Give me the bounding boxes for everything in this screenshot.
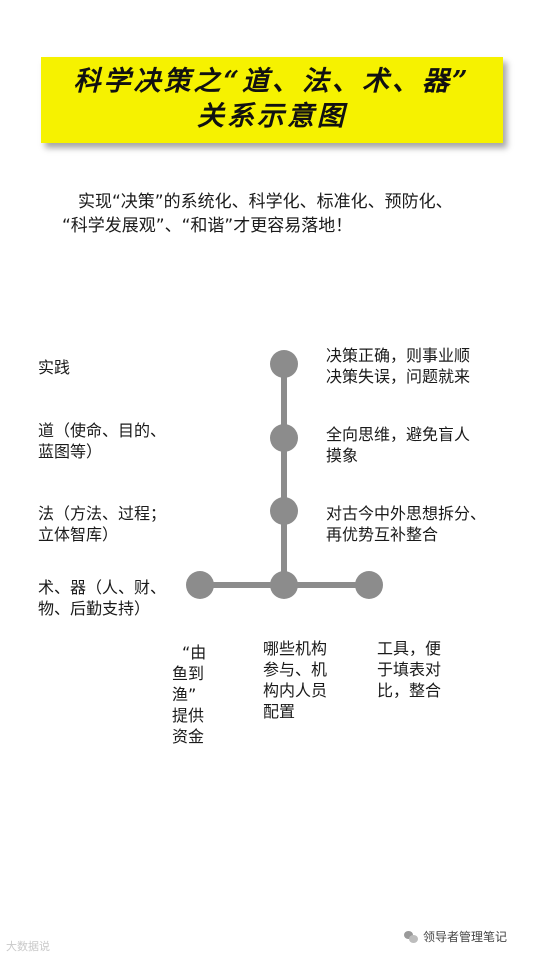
label-node-2-line-2: 摸象 <box>326 446 359 465</box>
label-shu: 术、器（人、财、 物、后勤支持） <box>38 577 166 619</box>
label-shu-line-1: 术、器（人、财、 <box>38 578 167 597</box>
label-bottom-right-line-2: 于填表对 <box>377 660 442 679</box>
label-bottom-right: 工具，便 于填表对 比，整合 <box>377 638 457 701</box>
label-bottom-left-line-1: “由 <box>182 643 207 662</box>
label-bottom-right-line-3: 比，整合 <box>377 681 442 700</box>
label-fa: 法（方法、过程； 立体智库） <box>38 503 166 545</box>
label-bottom-left-line-2: 鱼到 <box>172 664 205 683</box>
label-node-2: 全向思维，避免盲人 摸象 <box>326 424 470 466</box>
label-node-2-line-1: 全向思维，避免盲人 <box>326 425 471 444</box>
label-bottom-center: 哪些机构 参与、机 构内人员 配置 <box>263 638 343 722</box>
label-bottom-center-line-1: 哪些机构 <box>263 639 328 658</box>
label-bottom-center-line-3: 构内人员 <box>263 681 328 700</box>
label-fa-line-1: 法（方法、过程； <box>38 504 167 523</box>
node-practice <box>270 350 298 378</box>
label-bottom-left-line-5: 资金 <box>172 727 205 746</box>
watermark-left: 大数据说 <box>6 940 50 953</box>
title-line-1: 科学决策之“道、法、术、器” <box>73 66 471 97</box>
watermark-right-text: 领导者管理笔记 <box>423 930 508 944</box>
wechat-icon <box>404 930 418 943</box>
intro-text: 实现“决策”的系统化、科学化、标准化、预防化、 “科学发展观”、“和谐”才更容易… <box>62 190 512 238</box>
label-node-1-line-2: 决策失误，问题就来 <box>326 367 471 386</box>
node-right <box>355 571 383 599</box>
title-line-2: 关系示意图 <box>197 101 347 132</box>
intro-line-1: 实现“决策”的系统化、科学化、标准化、预防化、 <box>78 192 453 212</box>
intro-line-2: “科学发展观”、“和谐”才更容易落地！ <box>62 216 353 236</box>
label-shu-line-2: 物、后勤支持） <box>38 599 151 618</box>
label-node-1-line-1: 决策正确，则事业顺 <box>326 346 471 365</box>
label-node-3: 对古今中外思想拆分、 再优势互补整合 <box>326 503 486 545</box>
title-banner: 科学决策之“道、法、术、器” 关系示意图 <box>41 57 503 143</box>
node-dao <box>270 424 298 452</box>
node-fa <box>270 497 298 525</box>
label-node-3-line-1: 对古今中外思想拆分、 <box>326 504 487 523</box>
label-node-3-line-2: 再优势互补整合 <box>326 525 439 544</box>
label-dao-line-2: 蓝图等） <box>38 442 103 461</box>
label-dao-line-1: 道（使命、目的、 <box>38 421 167 440</box>
label-bottom-right-line-1: 工具，便 <box>377 639 442 658</box>
node-left <box>186 571 214 599</box>
label-practice: 实践 <box>38 358 71 377</box>
label-bottom-center-line-2: 参与、机 <box>263 660 328 679</box>
label-fa-line-2: 立体智库） <box>38 525 119 544</box>
label-bottom-left: “由 鱼到 渔” 提供 资金 <box>172 642 222 747</box>
label-bottom-left-line-3: 渔” <box>172 685 197 704</box>
node-center <box>270 571 298 599</box>
label-bottom-left-line-4: 提供 <box>172 706 205 725</box>
label-node-1: 决策正确，则事业顺 决策失误，问题就来 <box>326 345 470 387</box>
label-dao: 道（使命、目的、 蓝图等） <box>38 420 166 462</box>
label-bottom-center-line-4: 配置 <box>263 702 296 721</box>
watermark-right: 领导者管理笔记 <box>404 928 507 945</box>
